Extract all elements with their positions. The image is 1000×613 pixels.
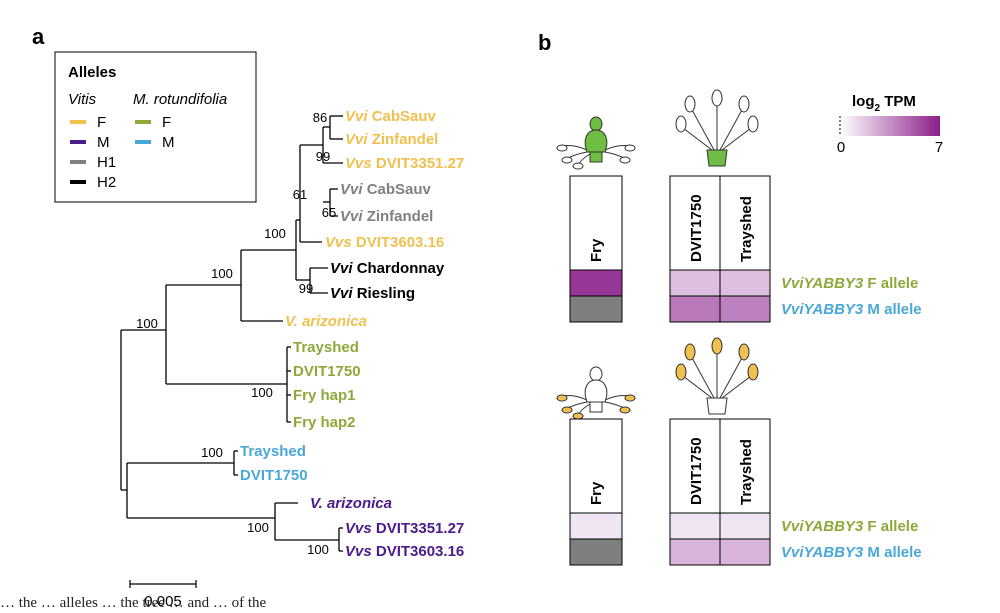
tree-leaf-label: Trayshed [293,339,359,356]
scale-title: log2 TPM [852,93,916,114]
tpm-color-scale: log2 TPM 0 7 [837,93,943,156]
bootstrap-value: 99 [299,281,313,296]
tree-leaf-label: Vvs DVIT3351.27 [345,155,464,172]
bootstrap-value: 100 [251,385,273,400]
legend-vitis-heading: Vitis [68,91,97,108]
heatmap-cell [719,512,771,540]
scale-bar: 0.005 [129,580,197,610]
tree-leaf-label: Vvs DVIT3603.16 [325,234,444,251]
tree-leaf-label: DVIT1750 [293,363,361,380]
sample-label: DVIT1750 [688,437,705,505]
legend-title: Alleles [68,64,116,81]
heatmap-cell [569,538,623,566]
legend-label: M [162,134,175,151]
sample-label: Trayshed [738,196,755,262]
tree-leaf-label: V. arizonica [285,313,367,330]
male-flower-green-base-icon [675,89,759,167]
sample-label: Fry [588,238,605,262]
heatmap-cell [669,269,721,297]
female-flower-yellow-icon [556,366,636,420]
panel-label-b: b [538,30,551,55]
tree-leaf-label: Vvi Zinfandel [345,131,438,148]
bootstrap-value: 100 [201,445,223,460]
bootstrap-value: 86 [313,110,327,125]
sample-label: Fry [588,481,605,505]
tree-leaf-label: Trayshed [240,443,306,460]
legend-label: H1 [97,154,116,171]
heatmap-cell [669,295,721,323]
scale-max: 7 [935,139,943,156]
heatmap-cell [669,538,721,566]
row-label: VviYABBY3 F allele [781,275,918,292]
bootstrap-value: 100 [211,266,233,281]
row-label: VviYABBY3 M allele [781,301,922,318]
female-flower-green-icon [556,116,636,170]
male-flower-yellow-icon [675,337,759,415]
tree-leaf-label: Vvi CabSauv [345,108,437,125]
bootstrap-value: 65 [322,205,336,220]
tree-leaf-label: Vvi Chardonnay [330,260,445,277]
tree-leaf-label: Vvi Riesling [330,285,415,302]
tree-leaf-label: V. arizonica [310,495,392,512]
legend-label: F [97,114,106,131]
tree-leaf-label: Fry hap1 [293,387,356,404]
row-label: VviYABBY3 M allele [781,544,922,561]
bootstrap-value: 100 [136,316,158,331]
bootstrap-value: 100 [264,226,286,241]
tree-leaf-label: Vvi Zinfandel [340,208,433,225]
legend-muscadinia-heading: M. rotundifolia [133,91,227,108]
heatmap-cell [569,295,623,323]
bootstrap-value: 100 [247,520,269,535]
tree-leaf-label: Vvi CabSauv [340,181,432,198]
heatmap-cell [719,538,771,566]
row-label: VviYABBY3 F allele [781,518,918,535]
tree-leaf-label: DVIT1750 [240,467,308,484]
legend-label: M [97,134,110,151]
heatmap-cell [719,269,771,297]
legend-label: F [162,114,171,131]
scale-bar-label: 0.005 [144,593,182,610]
bootstrap-value: 99 [316,149,330,164]
tree-leaf-label: Vvs DVIT3351.27 [345,520,464,537]
tree-leaf-label: Fry hap2 [293,414,356,431]
bootstrap-value: 61 [293,187,307,202]
heatmap-cell [569,269,623,297]
heatmap-cell [669,512,721,540]
figure-caption-fragment: … the … alleles … the tree … and … of th… [0,595,267,611]
sample-label: DVIT1750 [688,194,705,262]
heatmap-cell [569,512,623,540]
panel-label-a: a [32,24,45,49]
tree-leaf-label: Vvs DVIT3603.16 [345,543,464,560]
legend-label: H2 [97,174,116,191]
scale-min: 0 [837,139,845,156]
heatmap-cell [719,295,771,323]
sample-label: Trayshed [738,439,755,505]
bootstrap-value: 100 [307,542,329,557]
